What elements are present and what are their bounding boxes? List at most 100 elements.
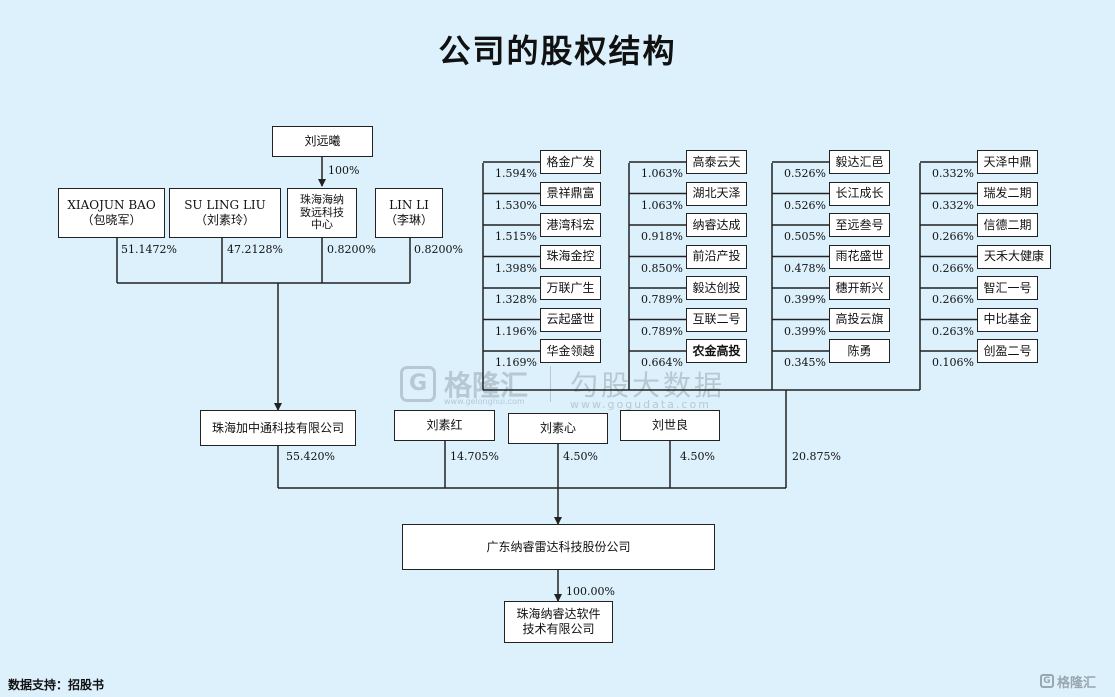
investor-percent: 0.399% [784,293,826,306]
investor-box: 天泽中鼎 [977,150,1038,174]
investor-name: 港湾科宏 [546,217,595,232]
shareholder-name-cn: （刘素玲） [194,213,255,227]
watermark-sub-url: www.gogudata.com [570,398,711,411]
investor-percent: 0.263% [932,324,974,338]
investor-name: 互联二号 [692,312,741,326]
shareholder-name: 珠海加中通科技有限公司 [211,420,344,435]
investor-name: 华金领越 [546,343,595,358]
investor-name: 陈勇 [847,343,872,358]
ownership-percent: 20.875% [792,450,841,463]
investor-percent: 0.526% [784,167,826,180]
investor-box: 高投云旗 [829,307,890,332]
shareholder-name-cn: （李琳） [384,213,433,227]
ownership-percent: 55.420% [286,450,335,463]
investor-name: 天泽中鼎 [983,154,1032,169]
investor-name: 景祥鼎富 [546,186,595,200]
corner-logo-text: 格隆汇 [1057,675,1097,691]
investor-percent: 0.918% [641,230,683,243]
investor-box: 纳睿达成 [686,213,747,237]
investor-box: 陈勇 [829,339,890,363]
investor-box: 港湾科宏 [540,213,601,237]
corner-logo: G 格隆汇 [1040,672,1097,691]
investor-percent: 0.505% [784,230,826,243]
investor-percent: 1.530% [495,198,537,212]
subsidiary-name-line: 珠海纳睿达软件 [516,607,601,621]
gelonghui-logo-icon: G [1040,674,1054,688]
investor-name: 高投云旗 [835,312,884,326]
shareholder-name: 刘远曦 [304,134,341,148]
shareholder-name-line: 珠海海纳 [300,193,344,207]
shareholder-box: 珠海海纳 致远科技 中心 [287,188,357,238]
ownership-percent: 4.50% [563,450,598,463]
investor-box: 珠海金控 [540,244,601,269]
shareholder-box: XIAOJUN BAO （包晓军） [58,188,165,238]
watermark: G 格隆汇 www.gelonghui.com 勾股大数据 www.goguda… [398,362,728,412]
investor-name: 万联广生 [546,280,595,295]
shareholder-box: 刘远曦 [272,126,373,157]
investor-percent: 0.789% [641,293,683,306]
ownership-percent: 47.2128% [227,243,283,256]
investor-box: 华金领越 [540,339,601,363]
ownership-percent: 4.50% [680,450,715,463]
investor-name: 智汇一号 [983,280,1032,295]
ownership-percent: 0.8200% [327,243,376,256]
investor-box: 云起盛世 [540,307,601,332]
investor-name: 长江成长 [835,186,884,200]
investor-box: 农金高投 [686,339,747,363]
shareholder-name-en: XIAOJUN BAO [67,198,156,212]
investor-box: 创盈二号 [977,339,1038,363]
investor-percent: 1.063% [641,167,683,180]
subsidiary-name-line: 技术有限公司 [522,622,595,636]
investor-box: 景祥鼎富 [540,181,601,206]
ownership-percent: 51.1472% [121,243,177,256]
shareholder-name-cn: （包晓军） [81,213,142,227]
investor-box: 前沿产投 [686,244,747,269]
investor-percent: 0.266% [932,261,974,275]
investor-percent: 0.345% [784,356,826,369]
investor-name: 高泰云天 [692,154,741,169]
investor-name: 云起盛世 [546,312,595,326]
investor-percent: 1.063% [641,198,683,212]
investor-percent: 0.332% [932,167,974,180]
investor-box: 穗开新兴 [829,276,890,300]
investor-percent: 0.526% [784,198,826,212]
watermark-sub: 勾股大数据 [570,369,726,402]
ownership-percent: 100.00% [566,585,615,598]
investor-percent: 0.266% [932,293,974,306]
watermark-brand-url: www.gelonghui.com [444,397,525,406]
investor-percent: 0.106% [932,356,974,369]
company-name: 广东纳睿雷达科技股份公司 [486,539,631,554]
investor-percent: 1.169% [495,356,537,369]
shareholder-name-line: 致远科技 [300,205,344,219]
investor-percent: 1.196% [495,324,537,338]
shareholder-box: 刘世良 [620,410,720,441]
investor-percent: 1.594% [495,167,537,180]
ownership-percent: 14.705% [450,450,499,463]
shareholder-name-line: 中心 [311,218,333,232]
shareholder-name: 刘世良 [651,418,688,432]
investor-box: 瑞发二期 [977,181,1038,206]
investor-name: 毅达创投 [692,280,741,295]
investor-box: 万联广生 [540,276,601,300]
investor-percent: 0.266% [932,230,974,243]
investor-box: 天禾大健康 [977,244,1051,269]
investor-box: 互联二号 [686,307,747,332]
investor-name: 天禾大健康 [983,249,1044,263]
investor-box: 毅达汇邑 [829,150,890,174]
investor-name: 创盈二号 [983,343,1032,358]
investor-name: 至远叁号 [835,217,884,232]
investor-name: 穗开新兴 [835,280,884,295]
investor-name: 雨花盛世 [835,249,884,263]
shareholder-box: LIN LI （李琳） [375,188,443,238]
shareholder-box: 刘素心 [508,413,608,444]
investor-name: 珠海金控 [546,249,595,263]
shareholder-name-en: LIN LI [389,198,429,212]
investor-name: 前沿产投 [692,249,741,263]
investor-name: 信德二期 [983,217,1032,232]
investor-name: 瑞发二期 [983,186,1032,200]
footer-source: 数据支持：招股书 [8,678,105,692]
watermark-brand: 格隆汇 [444,369,529,402]
watermark-divider [550,366,551,402]
shareholder-name: 刘素红 [426,418,463,432]
